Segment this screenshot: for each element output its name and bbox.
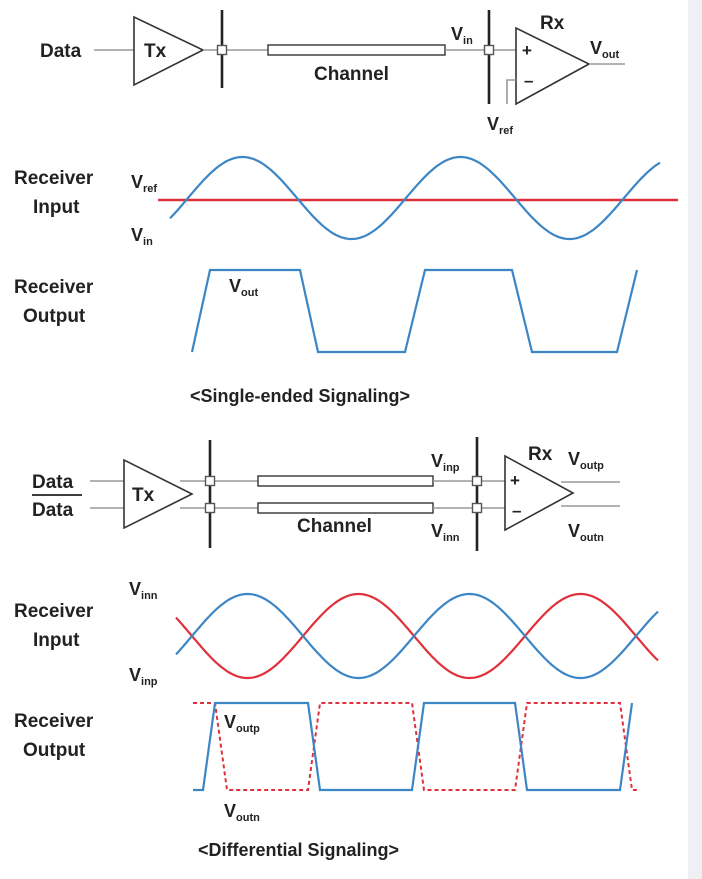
tx-buffer: [123, 458, 194, 530]
rx-node: [483, 44, 495, 56]
voutn-trace-label: Voutn: [224, 801, 260, 824]
channel-label: Channel: [297, 516, 372, 537]
row-label-receiver: Receiver: [14, 168, 94, 189]
voutp-label: Voutp: [568, 449, 604, 472]
voutn-label: Voutn: [568, 521, 604, 544]
minus-sign: –: [512, 501, 521, 520]
channel-trace: [267, 44, 446, 56]
vin-trace: [169, 155, 661, 241]
data-bar-input-label: Data: [32, 500, 74, 521]
rx-label: Rx: [540, 13, 565, 34]
channel-trace-n: [257, 502, 434, 514]
voutp-trace: [193, 701, 634, 792]
data-input-label: Data: [40, 41, 82, 62]
vinp-trace: [175, 592, 659, 680]
rx-label: Rx: [528, 444, 553, 465]
differential-schematic: Data Data Tx Channel Vinp Vinn Rx + – Vo…: [32, 437, 620, 551]
tx-node-n: [204, 502, 216, 514]
single-ended-schematic: Data Tx Channel Vin Rx + – Vref Vout: [40, 10, 625, 137]
vout-trace-label: Vout: [229, 276, 258, 299]
vinn-trace: [175, 592, 659, 680]
row-label-output: Output: [23, 740, 86, 761]
row-label-output: Output: [23, 306, 86, 327]
plus-sign: +: [522, 41, 532, 60]
rx-comparator: [515, 26, 591, 106]
vin-label: Vin: [451, 24, 473, 47]
plus-sign: +: [510, 471, 520, 490]
vinn-trace-label: Vinn: [129, 579, 158, 602]
differential-output-plot: Receiver Output Voutp Voutn: [14, 701, 640, 824]
single-ended-caption: <Single-ended Signaling>: [190, 386, 410, 406]
single-ended-input-plot: Receiver Input Vref Vin: [14, 155, 678, 248]
vout-label: Vout: [590, 38, 619, 61]
vout-trace: [190, 268, 639, 354]
edge-strip: [688, 0, 702, 879]
vref-trace-label: Vref: [131, 172, 157, 195]
vin-trace-label: Vin: [131, 225, 153, 248]
channel-trace-p: [257, 475, 434, 487]
rx-node-p: [471, 475, 483, 487]
vinp-label: Vinp: [431, 451, 460, 474]
tx-label: Tx: [132, 485, 155, 506]
tx-label: Tx: [144, 41, 167, 62]
voutp-trace-label: Voutp: [224, 712, 260, 735]
minus-sign: –: [524, 71, 533, 90]
vinp-trace-label: Vinp: [129, 665, 158, 688]
vref-wire: [506, 79, 516, 104]
tx-buffer: [133, 15, 205, 87]
data-input-label: Data: [32, 472, 74, 493]
row-label-receiver: Receiver: [14, 601, 94, 622]
tx-node: [216, 44, 228, 56]
differential-input-plot: Receiver Input Vinn Vinp: [14, 579, 659, 688]
tx-node-p: [204, 475, 216, 487]
row-label-receiver: Receiver: [14, 277, 94, 298]
differential-caption: <Differential Signaling>: [198, 840, 399, 860]
vref-pin-label: Vref: [487, 114, 513, 137]
row-label-input: Input: [33, 630, 80, 651]
vinn-label: Vinn: [431, 521, 460, 544]
rx-comparator: [504, 454, 575, 532]
channel-label: Channel: [314, 64, 389, 85]
row-label-receiver: Receiver: [14, 711, 94, 732]
voutn-trace: [193, 702, 640, 791]
rx-node-n: [471, 502, 483, 514]
row-label-input: Input: [33, 197, 80, 218]
single-ended-output-plot: Receiver Output Vout: [14, 268, 639, 354]
